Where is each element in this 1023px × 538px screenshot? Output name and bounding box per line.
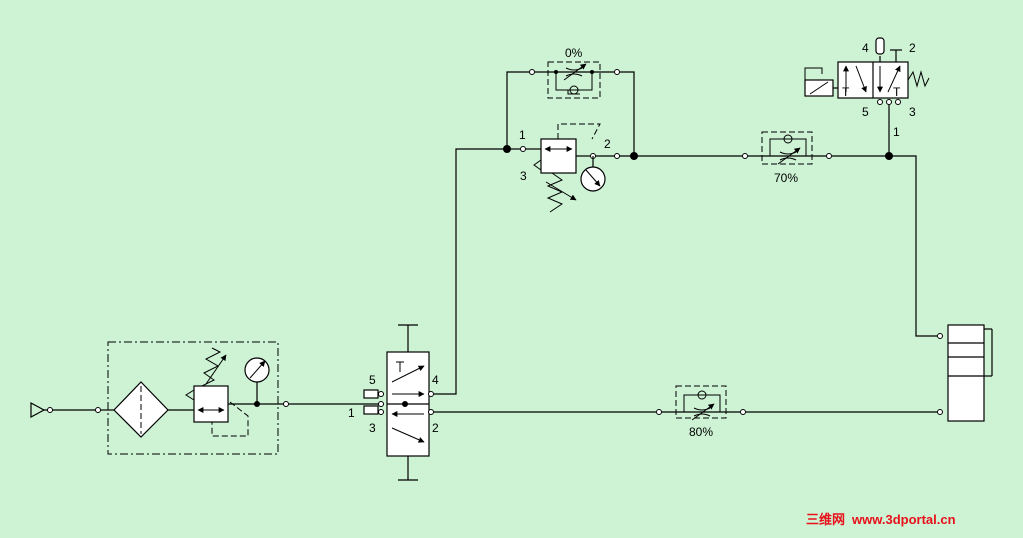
regulator-symbol: [185, 347, 286, 437]
solenoid-port-3: 3: [909, 105, 916, 119]
cylinder: [947, 324, 993, 422]
air-source: [30, 401, 101, 419]
watermark-url: www.3dportal.cn: [851, 512, 956, 527]
frl-enclosure: [107, 341, 279, 455]
reg-port-3: 3: [520, 169, 527, 183]
throttle-percent-top: 0%: [565, 46, 583, 60]
throttle-percent-bottom: 80%: [689, 425, 713, 439]
solenoid-5-2-valve: [804, 37, 930, 156]
bypass-throttle-check-0pct: [506, 61, 635, 156]
filter-symbol: [101, 381, 194, 438]
reg-port-1: 1: [519, 128, 526, 142]
solenoid-port-1: 1: [893, 125, 900, 139]
solenoid-T-right: T: [893, 85, 901, 99]
line-to-cylinder-top: [889, 155, 937, 337]
throttle-check-70pct: [748, 131, 832, 165]
frl-unit: [101, 341, 289, 455]
solenoid-port-2: 2: [909, 41, 916, 55]
pressure-reducing-valve: [507, 123, 634, 213]
watermark-cn: 三维网: [806, 512, 845, 527]
main-valve-port-1: 1: [348, 406, 355, 420]
main-valve-port-3: 3: [369, 421, 376, 435]
main-valve-port-2: 2: [432, 421, 439, 435]
throttle-check-80pct: [662, 385, 746, 421]
line-port4-up: [434, 148, 507, 395]
solenoid-port-5: 5: [862, 105, 869, 119]
main-valve-port-5: 5: [369, 373, 376, 387]
main-valve-port-4: 4: [432, 373, 439, 387]
throttle-percent-mid: 70%: [774, 171, 798, 185]
main-5-2-valve: [363, 324, 434, 481]
solenoid-T-left: T: [842, 85, 850, 99]
reg-port-2: 2: [604, 137, 611, 151]
frl-pressure-gauge: [244, 357, 270, 407]
solenoid-port-4: 4: [862, 41, 869, 55]
